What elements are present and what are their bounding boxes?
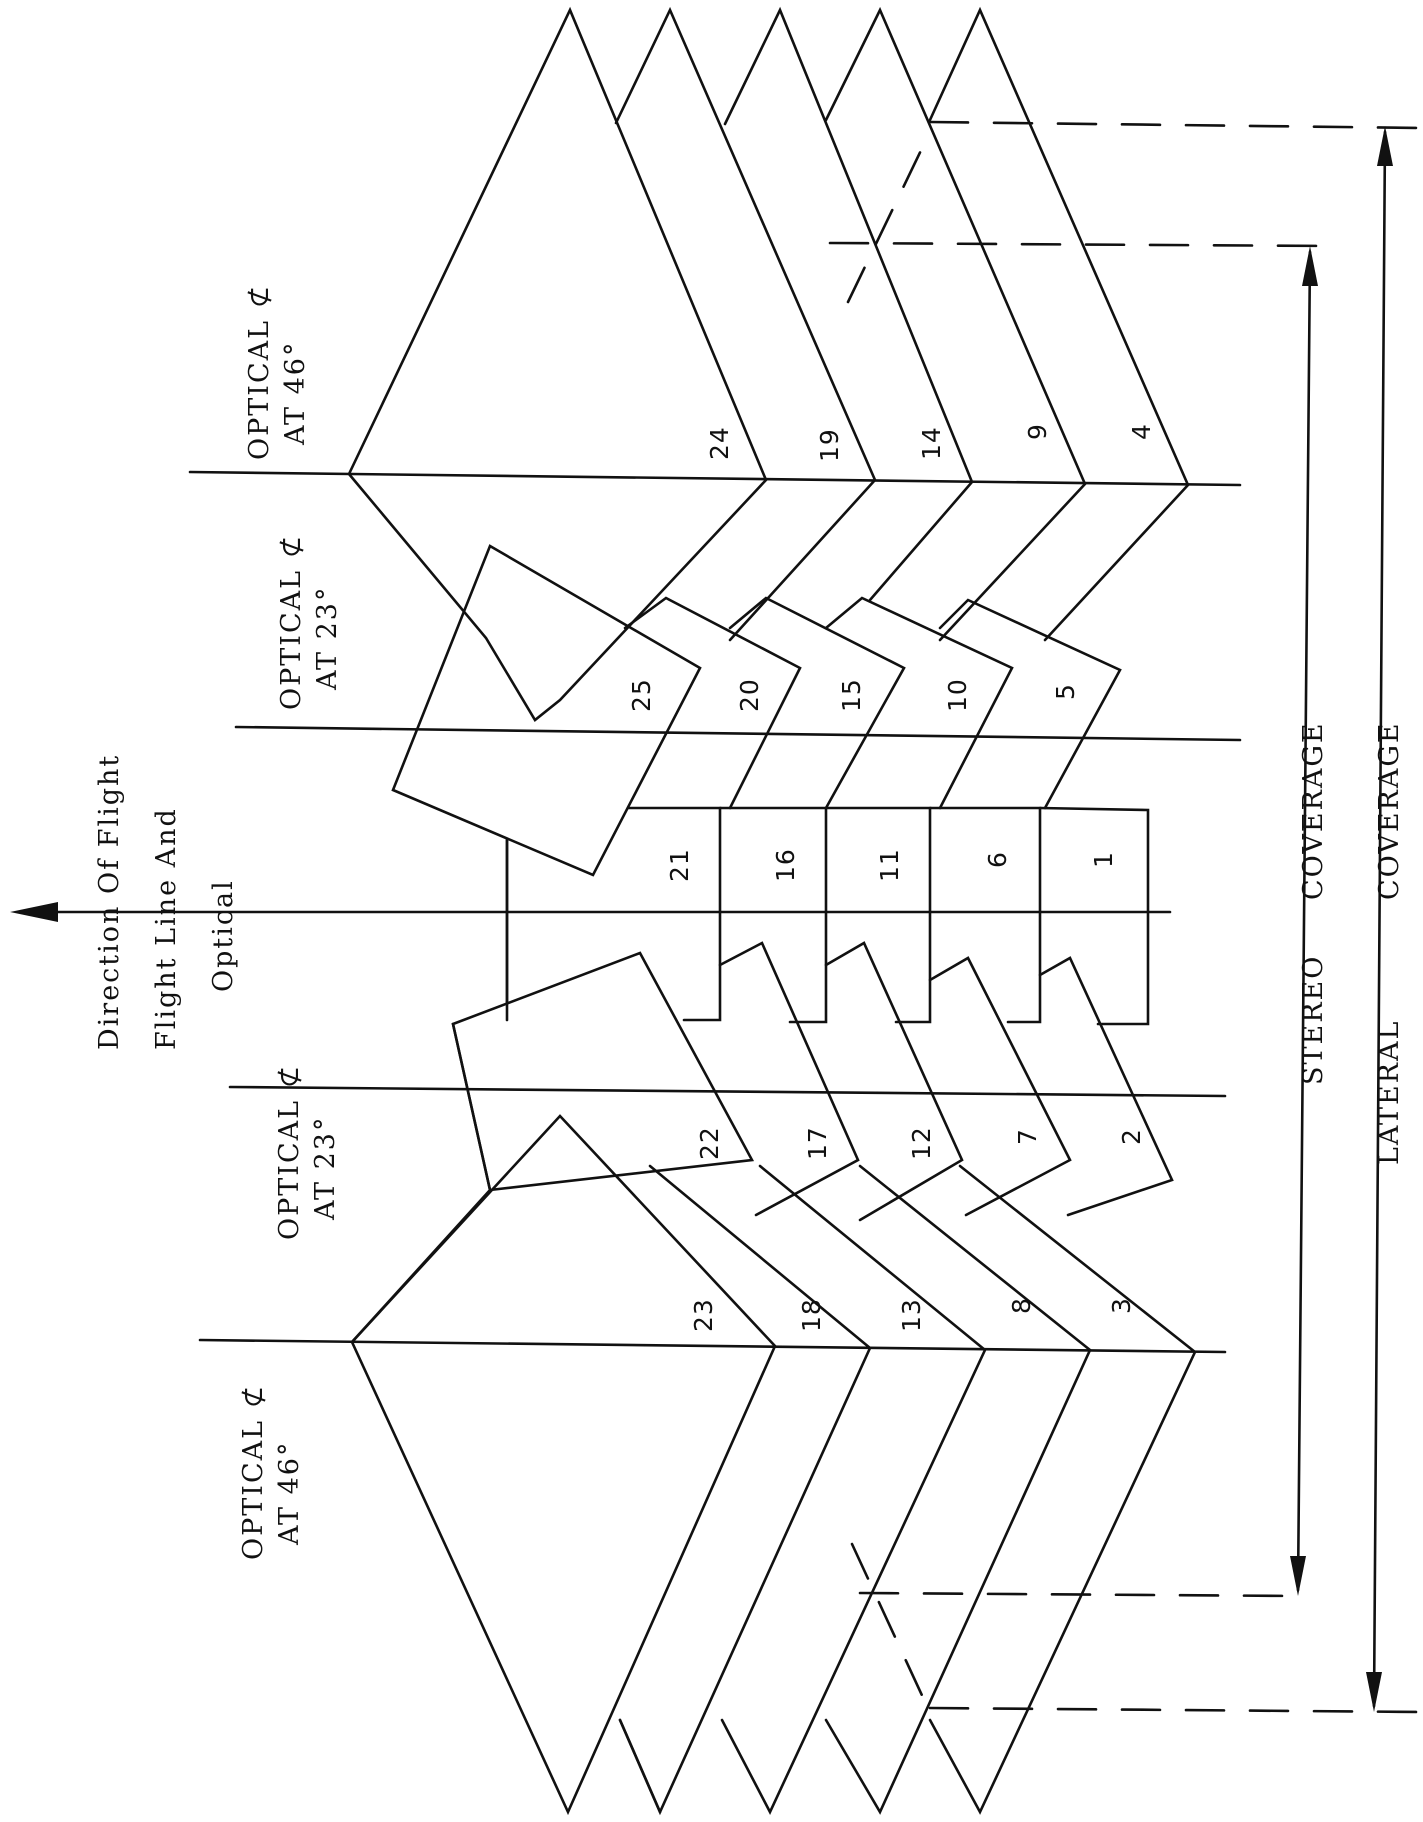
stereo-coverage-label: COVERAGE — [1298, 721, 1329, 900]
flight-direction-arrowhead — [10, 902, 58, 922]
frame-13-outline — [720, 1164, 987, 1815]
frame-10-outline — [824, 596, 1014, 810]
frame-number-21: 21 — [665, 848, 694, 882]
optical-46-bottom-line1: OPTICAL ⊄ — [238, 1384, 269, 1560]
optical-23-bottom-line2: AT 23° — [310, 1116, 341, 1221]
frame-number-19: 19 — [815, 428, 844, 462]
frame-21-outline — [626, 806, 722, 1022]
frame-number-2: 2 — [1117, 1128, 1146, 1145]
frame-number-6: 6 — [983, 851, 1012, 868]
frame-number-9: 9 — [1023, 423, 1052, 440]
frame-5-outline — [938, 598, 1122, 810]
frame-number-20: 20 — [735, 678, 764, 712]
frame-number-25: 25 — [627, 678, 656, 712]
frame-22-left-edge — [451, 1022, 492, 1192]
optical-23-top-line2: AT 23° — [312, 586, 343, 691]
stereo-arrowhead-bottom — [1290, 1556, 1306, 1596]
centerline-46-bottom — [198, 1338, 1227, 1354]
frame-2-outline — [1038, 956, 1174, 1217]
frame-number-17: 17 — [803, 1126, 832, 1160]
frame-23-left — [350, 1188, 492, 1344]
optical-46-top-line1: OPTICAL ⊄ — [244, 284, 275, 460]
frame-number-22: 22 — [695, 1126, 724, 1160]
frame-9-outline — [824, 6, 1087, 642]
frame-number-3: 3 — [1107, 1297, 1136, 1314]
frame-23-outline — [350, 1114, 777, 1816]
frame-19-outline — [614, 6, 877, 642]
optical-46-bottom-line2: AT 46° — [274, 1441, 305, 1546]
centerline-23-top — [234, 725, 1242, 742]
frame-25-outline — [391, 544, 702, 877]
frame-number-16: 16 — [771, 848, 800, 882]
optical-46-top-line2: AT 46° — [280, 341, 311, 446]
frame-14-outline — [723, 6, 974, 602]
frame-number-12: 12 — [907, 1126, 936, 1160]
coverage-dash-bottom-diag — [850, 1542, 928, 1706]
frame-number-10: 10 — [943, 678, 972, 712]
frame-number-23: 23 — [689, 1298, 718, 1332]
centerline-46-top — [188, 470, 1242, 487]
flight-label-line2: Flight Line And — [151, 807, 182, 1050]
frame-number-24: 24 — [705, 426, 734, 460]
frame-number-15: 15 — [837, 678, 866, 712]
frame-18-tail — [618, 1718, 662, 1814]
frame-20-outline — [623, 596, 802, 810]
flight-label-line1: Direction Of Flight — [94, 754, 125, 1050]
coverage-dash-top-diag — [846, 138, 928, 304]
frame-6-outline — [928, 806, 1042, 1024]
frame-16-outline — [718, 806, 828, 1024]
frame-1-outline — [1038, 806, 1150, 1026]
frame-number-18: 18 — [797, 1298, 826, 1332]
frame-3-outline — [928, 1164, 1197, 1815]
frame-12-outline — [824, 941, 964, 1222]
lateral-arrowhead-top — [1377, 126, 1393, 166]
stereo-coverage-line — [1296, 250, 1312, 1592]
frame-24-outline — [347, 6, 768, 722]
frame-18-outline — [618, 1164, 872, 1816]
coverage-dash-top-outer — [928, 120, 1423, 130]
stereo-arrowhead-top — [1302, 246, 1318, 286]
flight-label-line3: Optical — [208, 879, 239, 992]
coverage-dash-bottom-inner — [858, 1591, 1302, 1598]
lateral-arrowhead-bottom — [1366, 1672, 1382, 1712]
frame-number-14: 14 — [917, 426, 946, 460]
frame-17-outline — [718, 941, 860, 1217]
lateral-coverage-line — [1372, 130, 1387, 1708]
lateral-coverage-label: COVERAGE — [1374, 721, 1405, 900]
centerline-23-bottom — [228, 1085, 1227, 1098]
frame-number-8: 8 — [1007, 1297, 1036, 1314]
frame-8-outline — [824, 1164, 1092, 1815]
optical-23-bottom-line1: OPTICAL ⊄ — [274, 1064, 305, 1240]
frame-number-13: 13 — [897, 1298, 926, 1332]
frame-15-outline — [728, 596, 906, 810]
frame-11-outline — [824, 806, 932, 1024]
frame-number-7: 7 — [1013, 1128, 1042, 1145]
optical-23-top-line1: OPTICAL ⊄ — [276, 534, 307, 710]
frame-4-outline — [928, 6, 1190, 642]
lateral-label: LATERAL — [1374, 1020, 1405, 1165]
frame-7-outline — [928, 956, 1072, 1217]
coverage-dash-bottom-outer — [928, 1706, 1423, 1714]
frame-number-1: 1 — [1089, 851, 1118, 868]
stereo-label: STEREO — [1298, 955, 1329, 1085]
frame-number-4: 4 — [1127, 423, 1156, 440]
frame-number-11: 11 — [875, 848, 904, 882]
frame-number-5: 5 — [1051, 683, 1080, 700]
coverage-dash-top-inner — [828, 241, 1337, 248]
